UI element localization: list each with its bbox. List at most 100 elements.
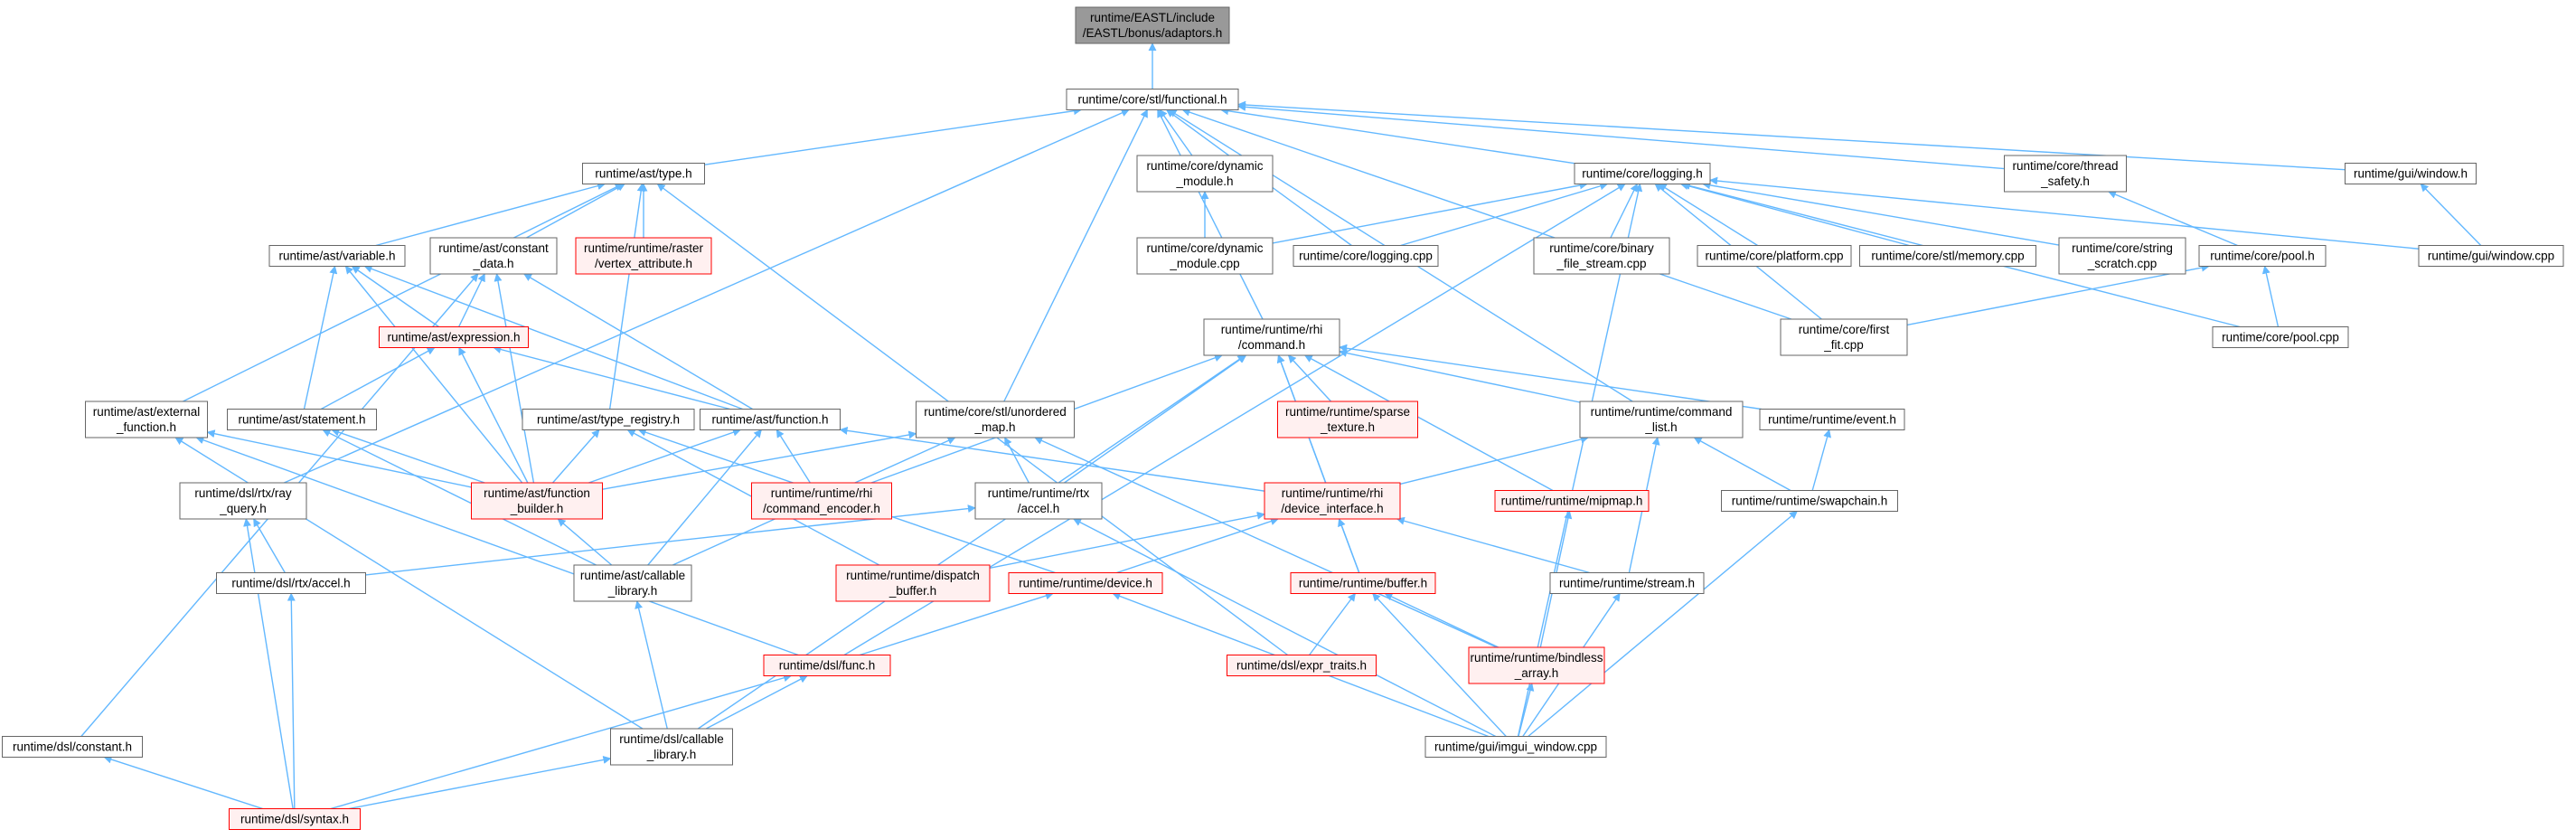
edge-ast-function-builder-to-ast-function [588, 428, 741, 484]
edge-imgui-window-to-buffer-h [1372, 592, 1507, 737]
node-dsl-callable-library[interactable]: runtime/dsl/callable_library.h [610, 728, 733, 766]
edge-rhi-device-interface-to-command-list [1399, 435, 1589, 485]
edge-ast-function-builder-to-ast-expression [458, 346, 529, 484]
edge-device-h-to-rhi-device-interface [1116, 517, 1279, 574]
edge-rhi-device-interface-to-ast-function [839, 426, 1265, 492]
node-box [1277, 401, 1418, 438]
edge-dsl-func-to-ast-external-function [195, 436, 799, 656]
edge-command-list-to-rhi-command [1339, 349, 1581, 403]
node-box [1549, 572, 1705, 594]
node-stream-h[interactable]: runtime/runtime/stream.h [1549, 572, 1705, 594]
node-box [1066, 89, 1239, 110]
node-label: runtime/ast/function.h [711, 413, 828, 427]
node-rtx-accel-h[interactable]: runtime/runtime/rtx/accel.h [974, 482, 1103, 520]
node-ast-constant-data[interactable]: runtime/ast/constant_data.h [429, 237, 558, 275]
node-pool-h[interactable]: runtime/core/pool.h [2198, 245, 2327, 267]
node-imgui-window[interactable]: runtime/gui/imgui_window.cpp [1424, 736, 1607, 758]
node-gui-window-cpp[interactable]: runtime/gui/window.cpp [2418, 245, 2564, 267]
node-label: runtime/runtime/rhi [1282, 486, 1384, 500]
node-dispatch-buffer[interactable]: runtime/runtime/dispatch_buffer.h [835, 564, 991, 602]
edge-imgui-window-to-rtx-accel-h [1073, 518, 1496, 738]
edge-imgui-window-to-logging-h [1517, 183, 1643, 737]
edge-dyn-mod-cpp-to-logging-h [1272, 181, 1588, 244]
node-box [1293, 245, 1439, 267]
node-dsl-rtx-accel[interactable]: runtime/dsl/rtx/accel.h [216, 572, 366, 594]
node-label: runtime/dsl/rtx/accel.h [231, 577, 350, 590]
node-box [2345, 163, 2477, 184]
node-label: runtime/dsl/expr_traits.h [1236, 659, 1367, 673]
edge-binary-file-stream-to-logging-h [1610, 183, 1638, 239]
node-ast-function[interactable]: runtime/ast/function.h [700, 409, 841, 430]
node-functional[interactable]: runtime/core/stl/functional.h [1066, 89, 1239, 110]
node-label: runtime/dsl/func.h [779, 659, 876, 673]
node-rhi-command[interactable]: runtime/runtime/rhi/command.h [1203, 318, 1340, 356]
node-ast-variable[interactable]: runtime/ast/variable.h [268, 245, 406, 267]
node-box [1780, 318, 1908, 356]
node-rhi-device-interface[interactable]: runtime/runtime/rhi/device_interface.h [1264, 482, 1401, 520]
node-sparse-texture[interactable]: runtime/runtime/sparse_texture.h [1277, 401, 1418, 438]
nodes-layer: runtime/EASTL/include/EASTL/bonus/adapto… [2, 6, 2564, 830]
node-dsl-constant[interactable]: runtime/dsl/constant.h [2, 736, 143, 758]
node-event-h[interactable]: runtime/runtime/event.h [1759, 409, 1905, 430]
node-logging-h[interactable]: runtime/core/logging.h [1574, 163, 1711, 184]
edge-ast-external-function-to-ast-type [183, 183, 624, 402]
node-dsl-syntax[interactable]: runtime/dsl/syntax.h [229, 808, 361, 830]
node-label: runtime/runtime/buffer.h [1299, 577, 1427, 590]
node-dsl-rtx-ray-query[interactable]: runtime/dsl/rtx/ray_query.h [179, 482, 307, 520]
node-ast-statement[interactable]: runtime/ast/statement.h [227, 409, 377, 430]
node-box [1579, 401, 1744, 438]
node-label: runtime/gui/window.h [2354, 167, 2468, 181]
node-label: runtime/core/platform.cpp [1705, 250, 1843, 263]
node-box [916, 401, 1075, 438]
node-ast-expression[interactable]: runtime/ast/expression.h [379, 326, 529, 348]
edge-rhi-command-encoder-to-ast-function [776, 429, 811, 484]
node-ast-function-builder[interactable]: runtime/ast/function_builder.h [471, 482, 603, 520]
node-expr-traits[interactable]: runtime/dsl/expr_traits.h [1227, 655, 1377, 676]
node-buffer-h[interactable]: runtime/runtime/buffer.h [1290, 572, 1436, 594]
edge-ast-type-to-functional [704, 107, 1082, 165]
node-unordered-map[interactable]: runtime/core/stl/unordered_map.h [916, 401, 1075, 438]
node-memory-cpp[interactable]: runtime/core/stl/memory.cpp [1859, 245, 2036, 267]
node-label: /command.h [1238, 338, 1305, 352]
edge-ast-function-builder-to-ast-constant-data [494, 273, 535, 484]
node-ast-type-registry[interactable]: runtime/ast/type_registry.h [522, 409, 695, 430]
node-ast-type[interactable]: runtime/ast/type.h [582, 163, 705, 184]
edge-ast-variable-to-ast-type [375, 182, 606, 247]
node-label: runtime/runtime/raster [584, 241, 704, 255]
node-gui-window-h[interactable]: runtime/gui/window.h [2345, 163, 2477, 184]
edge-ast-expression-to-ast-variable [351, 265, 439, 328]
node-dyn-mod-cpp[interactable]: runtime/core/dynamic_module.cpp [1136, 237, 1274, 275]
node-label: _list.h [1644, 420, 1677, 434]
node-device-h[interactable]: runtime/runtime/device.h [1008, 572, 1163, 594]
node-pool-cpp[interactable]: runtime/core/pool.cpp [2212, 326, 2349, 348]
node-rhi-command-encoder[interactable]: runtime/runtime/rhi/command_encoder.h [751, 482, 892, 520]
node-vertex-attribute[interactable]: runtime/runtime/raster/vertex_attribute.… [575, 237, 712, 275]
node-label: _module.h [1175, 174, 1233, 188]
node-command-list[interactable]: runtime/runtime/command_list.h [1579, 401, 1744, 438]
node-ast-callable-library[interactable]: runtime/ast/callable_library.h [573, 564, 692, 602]
node-box [763, 655, 891, 676]
node-box [610, 728, 733, 766]
node-box [1759, 409, 1905, 430]
node-box [1574, 163, 1711, 184]
node-binary-file-stream[interactable]: runtime/core/binary_file_stream.cpp [1533, 237, 1670, 275]
node-string-scratch[interactable]: runtime/core/string_scratch.cpp [2058, 237, 2186, 275]
node-bindless-array[interactable]: runtime/runtime/bindless_array.h [1468, 646, 1605, 684]
node-ast-external-function[interactable]: runtime/ast/external_function.h [85, 401, 208, 438]
edge-dsl-rtx-accel-to-dsl-rtx-ray-query [253, 518, 286, 573]
node-label: runtime/runtime/mipmap.h [1501, 495, 1643, 508]
edge-dsl-func-to-device-h [859, 591, 1054, 656]
node-mipmap-h[interactable]: runtime/runtime/mipmap.h [1494, 490, 1650, 512]
edge-event-h-to-rhi-command [1339, 344, 1762, 410]
node-first-fit[interactable]: runtime/core/first_fit.cpp [1780, 318, 1908, 356]
node-box [1697, 245, 1852, 267]
node-label: runtime/runtime/dispatch [846, 569, 980, 582]
edge-rtx-accel-h-to-unordered-map [1004, 437, 1029, 484]
node-swapchain-h[interactable]: runtime/runtime/swapchain.h [1721, 490, 1898, 512]
edge-gui-window-cpp-to-logging-h [1709, 176, 2420, 250]
node-logging-cpp[interactable]: runtime/core/logging.cpp [1293, 245, 1439, 267]
node-thread-safety[interactable]: runtime/core/thread_safety.h [2004, 155, 2127, 193]
node-dyn-mod-h[interactable]: runtime/core/dynamic_module.h [1136, 155, 1274, 193]
node-dsl-func[interactable]: runtime/dsl/func.h [763, 655, 891, 676]
node-platform-cpp[interactable]: runtime/core/platform.cpp [1697, 245, 1852, 267]
